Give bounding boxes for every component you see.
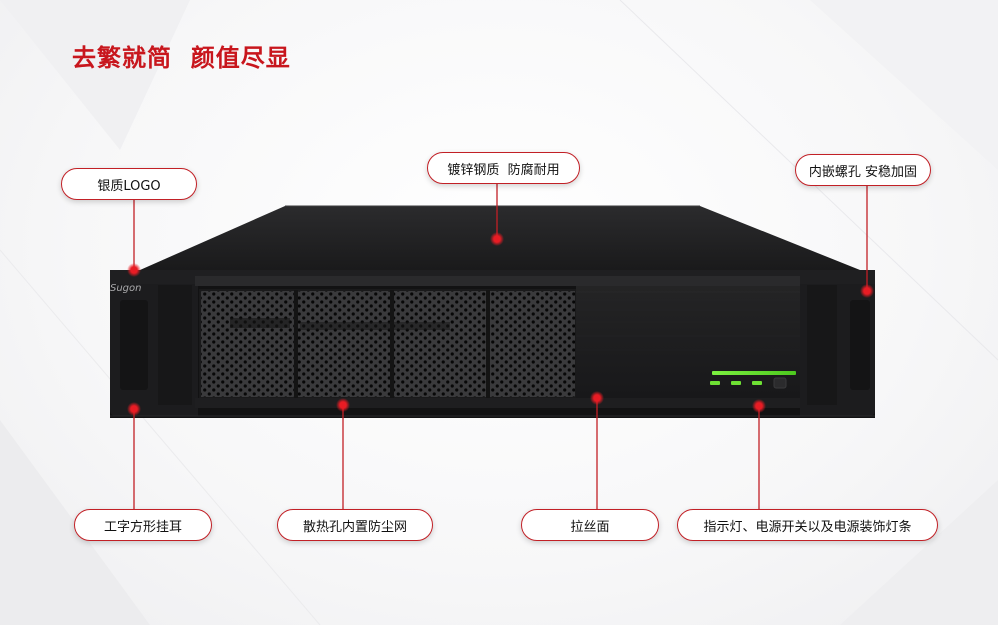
callout-embedded-screw: 内嵌螺孔 安稳加固 (795, 154, 931, 186)
callout-i-beam-ear: 工字方形挂耳 (74, 509, 212, 541)
power-decoration-light-bar (712, 371, 796, 375)
indicator-led-3 (752, 381, 762, 385)
indicator-led-2 (731, 381, 741, 385)
page-title: 去繁就简 颜值尽显 (72, 44, 291, 72)
brushed-face-panel (576, 286, 800, 398)
callout-indicator-lights: 指示灯、电源开关以及电源装饰灯条 (677, 509, 938, 541)
front-vent-mesh (200, 290, 576, 398)
callout-markers (127, 232, 874, 416)
power-button-icon (773, 377, 787, 389)
callout-dust-filter: 散热孔内置防尘网 (277, 509, 433, 541)
brand-logo: Sugon (110, 283, 142, 294)
callout-silver-logo: 银质LOGO (61, 168, 197, 200)
indicator-led-1 (710, 381, 720, 385)
callout-brushed-panel: 拉丝面 (521, 509, 659, 541)
callout-galvanized-steel: 镀锌钢质 防腐耐用 (427, 152, 580, 184)
